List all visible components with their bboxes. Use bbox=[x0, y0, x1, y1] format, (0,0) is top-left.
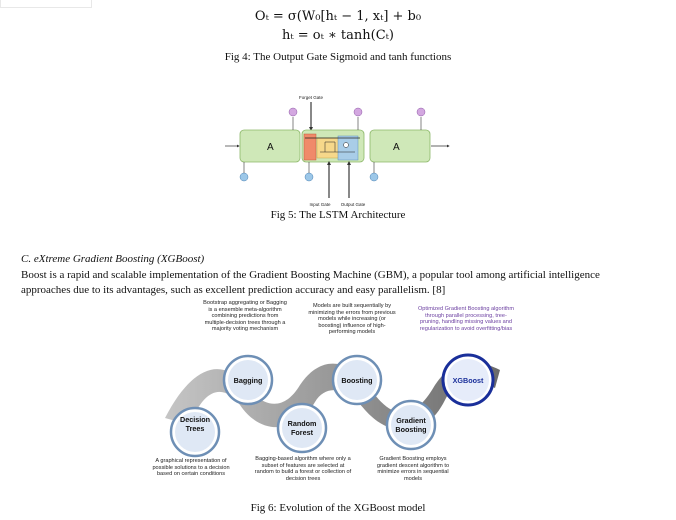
output-gate-box bbox=[337, 135, 359, 161]
desc-bagging: Bootstrap aggregating or Bagging is a en… bbox=[203, 300, 287, 332]
h-output-right-icon bbox=[416, 107, 426, 117]
x-input-right-icon bbox=[369, 172, 379, 182]
output-gate-equation: Oₜ = σ(W₀[hₜ − 1, xₜ] + b₀ bbox=[254, 9, 422, 24]
h-output-mid-icon bbox=[353, 107, 363, 117]
section-paragraph-line2: approaches due to its advantages, such a… bbox=[21, 284, 446, 296]
xgboost-evolution-diagram bbox=[165, 353, 500, 458]
lstm-cell-right bbox=[369, 129, 431, 163]
desc-xgboost: Optimized Gradient Boosting algorithm th… bbox=[417, 306, 515, 332]
input-gate-label: Input Gate bbox=[309, 202, 331, 207]
forget-gate-label: Forget Gate bbox=[299, 95, 324, 100]
output-gate-label: Output Gate bbox=[341, 202, 366, 207]
cell-label-left: A bbox=[267, 142, 274, 153]
label-random-forest: Random Forest bbox=[287, 419, 317, 437]
label-bagging: Bagging bbox=[233, 376, 263, 385]
cell-label-right: A bbox=[393, 142, 400, 153]
fig4-caption: Fig 4: The Output Gate Sigmoid and tanh … bbox=[224, 51, 452, 63]
fig5-caption: Fig 5: The LSTM Architecture bbox=[270, 209, 406, 221]
x-input-mid-icon bbox=[304, 172, 314, 182]
label-boosting: Boosting bbox=[341, 376, 373, 385]
section-paragraph-line1: Boost is a rapid and scalable implementa… bbox=[21, 269, 600, 281]
lstm-architecture-diagram: Forget Gate A A Input Gate Output Gate bbox=[225, 95, 450, 207]
hidden-state-equation: hₜ = oₜ ∗ tanh(Cₜ) bbox=[282, 28, 394, 43]
input-gate-box bbox=[316, 137, 340, 159]
x-input-left-icon bbox=[239, 172, 249, 182]
h-output-left-icon bbox=[288, 107, 298, 117]
desc-gradient-boosting: Gradient Boosting employs gradient desce… bbox=[376, 456, 450, 482]
desc-boosting: Models are built sequentially by minimiz… bbox=[308, 303, 396, 335]
label-decision-trees: Decision Trees bbox=[180, 415, 210, 433]
header-box-remnant bbox=[0, 0, 92, 8]
section-heading: C. eXtreme Gradient Boosting (XGBoost) bbox=[21, 253, 205, 265]
fig6-caption: Fig 6: Evolution of the XGBoost model bbox=[250, 502, 426, 514]
desc-random-forest: Bagging-based algorithm where only a sub… bbox=[254, 456, 352, 482]
desc-decision-trees: A graphical representation of possible s… bbox=[152, 458, 230, 477]
lstm-cell-left bbox=[239, 129, 301, 163]
label-xgboost: XGBoost bbox=[452, 376, 484, 385]
label-gradient-boosting: Gradient Boosting bbox=[395, 416, 427, 434]
forget-gate-box bbox=[303, 133, 317, 161]
